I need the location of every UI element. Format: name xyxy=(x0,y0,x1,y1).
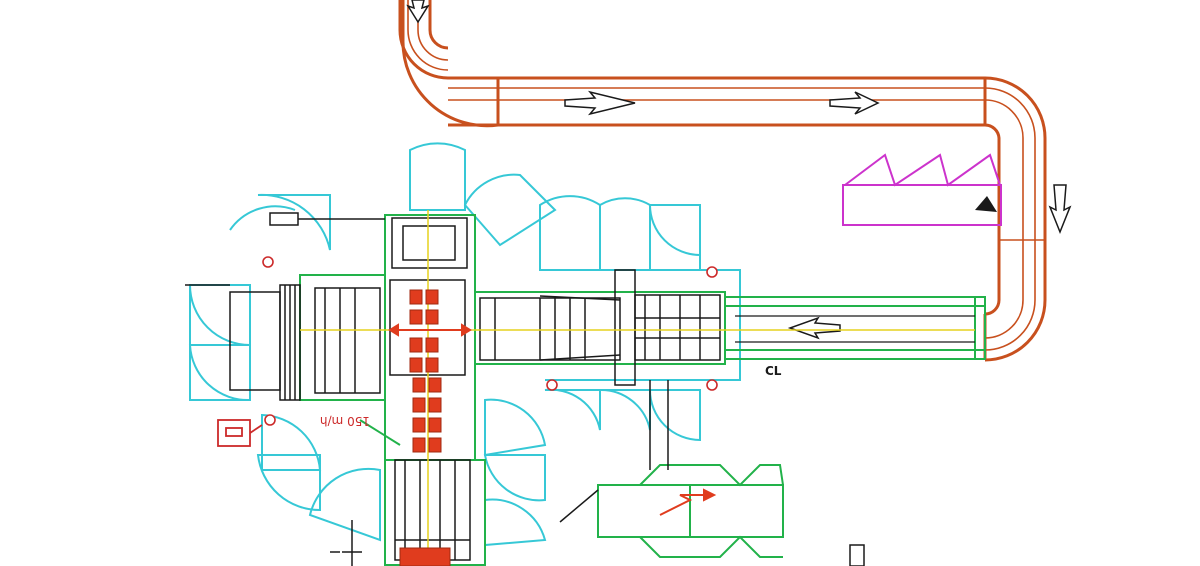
transfer-arrows xyxy=(388,323,472,337)
flow-arrow-icon xyxy=(406,0,430,24)
hopper-unit xyxy=(842,153,1002,226)
side-mark: CL xyxy=(765,364,782,378)
emergency-stop-icon xyxy=(706,266,718,278)
door-swing-arcs xyxy=(188,142,741,547)
flow-arrow-icon xyxy=(564,90,636,116)
main-frame xyxy=(299,214,986,566)
flow-arrow-icon xyxy=(829,91,880,115)
emergency-stop-icon xyxy=(706,379,718,391)
flow-arrow-icon xyxy=(787,316,841,340)
flow-arrow-icon xyxy=(1048,184,1072,235)
alarm-box-icon xyxy=(217,419,263,447)
center-lines xyxy=(300,210,975,560)
emergency-stop-icon xyxy=(546,379,558,391)
infeed-conveyor xyxy=(735,315,975,343)
speed-note: 150 m/h xyxy=(320,414,370,428)
product-stack xyxy=(399,289,451,566)
overhead-conveyor xyxy=(398,0,1047,362)
packing-machine xyxy=(185,212,865,566)
lightning-symbol xyxy=(659,488,717,516)
emergency-stop-icon xyxy=(262,256,274,268)
emergency-stop-icon xyxy=(264,414,276,426)
warning-triangle-icon xyxy=(975,196,997,212)
